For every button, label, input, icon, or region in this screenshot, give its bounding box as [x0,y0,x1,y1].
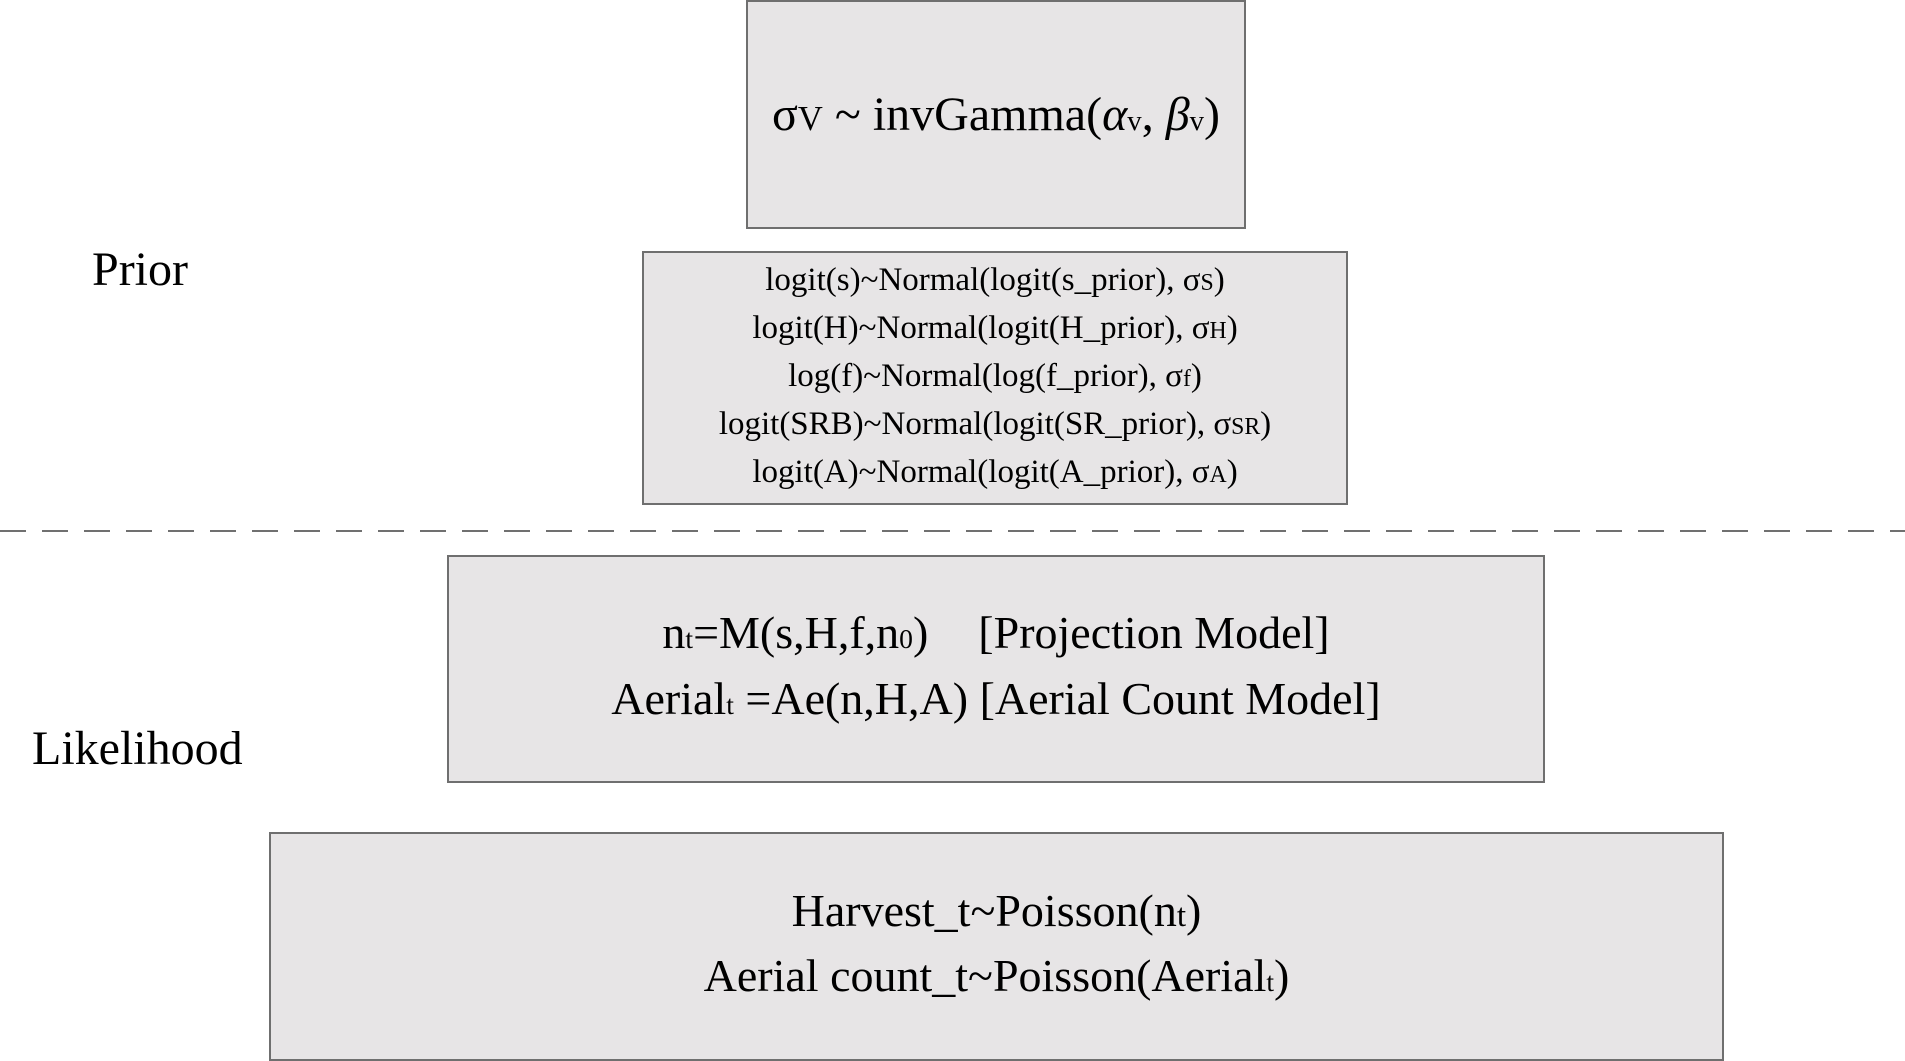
hyperprior-formula: σV ~ invGamma(αv, βv) [772,87,1220,142]
prior-line: logit(SRB)~Normal(logit(SR_prior), σSR) [719,402,1271,450]
projection-equation: =M(s,H,f,n [693,607,900,658]
prior-line: log(f)~Normal(log(f_prior), σf) [788,354,1202,402]
close-paren: ) [912,607,929,658]
aerial-count-subscript: t [1266,966,1275,997]
close-paren: ) [1226,310,1238,346]
prior-text: logit(H)~Normal(logit(H_prior), σ [752,310,1210,346]
parameter-priors-box: logit(s)~Normal(logit(s_prior), σS) logi… [642,251,1348,505]
process-model-box: nt=M(s,H,f,n0)[Projection Model] Aerialt… [447,555,1545,783]
aerial-equation: =Ae(n,H,A) [733,673,980,724]
beta-subscript: v [1189,105,1204,137]
prior-text: logit(SRB)~Normal(logit(SR_prior), σ [718,406,1232,442]
prior-subscript: f [1182,366,1191,392]
aerial-count-text: Aerial count_t~Poisson(Aerial [703,950,1267,1001]
prior-line: logit(H)~Normal(logit(H_prior), σH) [752,306,1237,354]
prior-text: logit(s)~Normal(logit(s_prior), σ [765,262,1201,298]
prior-section-label: Prior [92,243,188,296]
n0-subscript: 0 [899,623,913,654]
aerial-symbol: Aerial [611,673,727,724]
projection-model-tag: [Projection Model] [978,607,1330,658]
prior-subscript: S [1200,270,1214,296]
harvest-text: Harvest_t~Poisson(n [791,885,1177,936]
close-paren: ) [1190,358,1202,394]
aerial-count-line: Aerial count_t~Poisson(Aerialt) [704,946,1290,1012]
close-paren: ) [1213,262,1225,298]
observation-model-box: Harvest_t~Poisson(nt) Aerial count_t~Poi… [269,832,1724,1061]
close-paren: ) [1204,88,1220,141]
aerial-count-model-tag: [Aerial Count Model] [979,673,1381,724]
harvest-line: Harvest_t~Poisson(nt) [792,881,1202,946]
prior-subscript: SR [1231,414,1261,440]
n-symbol: n [662,607,686,658]
alpha-subscript: v [1127,105,1142,137]
n-subscript: t [685,623,694,654]
sigma-subscript: V [797,100,823,138]
projection-model-line: nt=M(s,H,f,n0) [Projection Model] [662,603,1329,669]
distribution-text: ~ invGamma( [822,88,1103,141]
prior-line: logit(A)~Normal(logit(A_prior), σA) [752,450,1237,498]
hyperprior-box: σV ~ invGamma(αv, βv) [746,0,1246,229]
aerial-subscript: t [726,689,734,720]
prior-subscript: A [1209,462,1227,488]
aerial-count-model-line: Aerialt =Ae(n,H,A) [Aerial Count Model] [611,669,1380,735]
sigma-symbol: σ [772,88,798,141]
prior-likelihood-divider [0,530,1905,532]
close-paren: ) [1260,406,1272,442]
prior-subscript: H [1209,318,1227,344]
beta-symbol: β [1165,88,1190,141]
close-paren: ) [1274,950,1290,1001]
close-paren: ) [1226,454,1238,490]
likelihood-section-label: Likelihood [32,722,243,775]
alpha-symbol: α [1102,88,1128,141]
prior-line: logit(s)~Normal(logit(s_prior), σS) [765,258,1224,306]
comma: , [1141,88,1166,141]
harvest-subscript: t [1176,897,1187,934]
close-paren: ) [1186,885,1202,936]
prior-text: log(f)~Normal(log(f_prior), σ [788,358,1183,394]
prior-text: logit(A)~Normal(logit(A_prior), σ [752,454,1210,490]
